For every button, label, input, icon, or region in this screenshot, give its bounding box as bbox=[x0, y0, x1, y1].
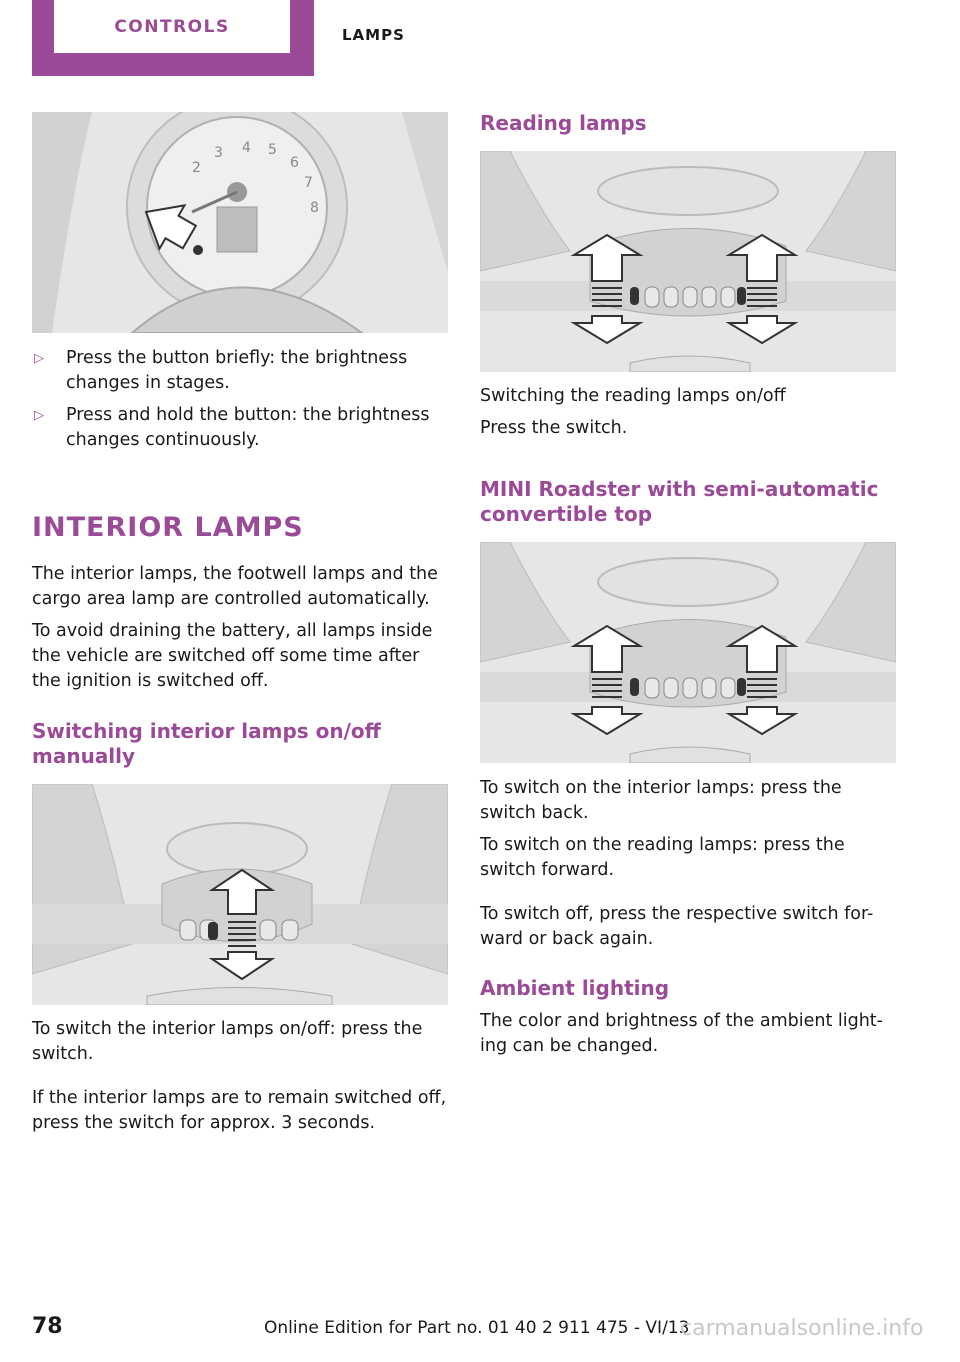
gauge-number: 4 bbox=[242, 140, 251, 156]
gauge-number: 6 bbox=[290, 155, 299, 171]
header-tab-label: CONTROLS bbox=[114, 16, 230, 37]
ambient-lighting-heading: Ambient lighting bbox=[480, 976, 670, 1000]
gauge-number: 3 bbox=[214, 145, 223, 161]
header-tab: CONTROLS bbox=[32, 0, 314, 76]
header-tab-inner: CONTROLS bbox=[54, 0, 290, 53]
roadster-heading: MINI Roadster with semi-automatic conver… bbox=[480, 477, 879, 526]
interior-switch-figure bbox=[32, 784, 448, 1005]
list-item: ▷ Press the button briefly: the brightne… bbox=[32, 346, 448, 396]
reading-paragraph-2: Press the switch. bbox=[480, 418, 628, 438]
gauge-number: 5 bbox=[268, 142, 277, 158]
list-item-text: Press the button briefly: the brightness… bbox=[66, 348, 408, 393]
list-item-text: Press and hold the button: the brightnes… bbox=[66, 405, 430, 450]
bullet-mark-icon: ▷ bbox=[34, 351, 44, 366]
reading-lamps-heading: Reading lamps bbox=[480, 111, 647, 135]
interior-lamps-heading: INTERIOR LAMPS bbox=[32, 512, 304, 543]
page-number: 78 bbox=[32, 1314, 63, 1339]
instrument-cluster-figure: 2 3 4 5 6 7 8 bbox=[32, 112, 448, 333]
roadster-paragraph-3: To switch off, press the respective swit… bbox=[480, 904, 874, 949]
interior-lamps-paragraph-2: To avoid draining the battery, all lamps… bbox=[32, 621, 433, 691]
watermark: carmanualsonline.info bbox=[680, 1316, 924, 1341]
manual-switching-heading: Switching interior lamps on/off manually bbox=[32, 719, 381, 768]
roadster-paragraph-1: To switch on the interior lamps: press t… bbox=[480, 778, 842, 823]
roadster-paragraph-2: To switch on the reading lamps: press th… bbox=[480, 835, 845, 880]
reading-lamps-figure bbox=[480, 151, 896, 372]
gauge-number: 2 bbox=[192, 160, 201, 176]
ambient-lighting-paragraph: The color and brightness of the ambient … bbox=[480, 1011, 883, 1056]
header-section-label: LAMPS bbox=[342, 26, 405, 44]
footer-edition: Online Edition for Part no. 01 40 2 911 … bbox=[264, 1318, 690, 1338]
gauge-number: 8 bbox=[310, 200, 319, 216]
reading-paragraph-1: Switching the reading lamps on/off bbox=[480, 386, 786, 406]
gauge-number: 7 bbox=[304, 175, 313, 191]
roadster-switch-figure bbox=[480, 542, 896, 763]
interior-lamps-paragraph-1: The interior lamps, the footwell lamps a… bbox=[32, 564, 438, 609]
manual-paragraph-2: If the interior lamps are to remain swit… bbox=[32, 1088, 447, 1133]
manual-paragraph-1: To switch the interior lamps on/off: pre… bbox=[32, 1019, 423, 1064]
bullet-mark-icon: ▷ bbox=[34, 408, 44, 423]
list-item: ▷ Press and hold the button: the brightn… bbox=[32, 403, 448, 453]
